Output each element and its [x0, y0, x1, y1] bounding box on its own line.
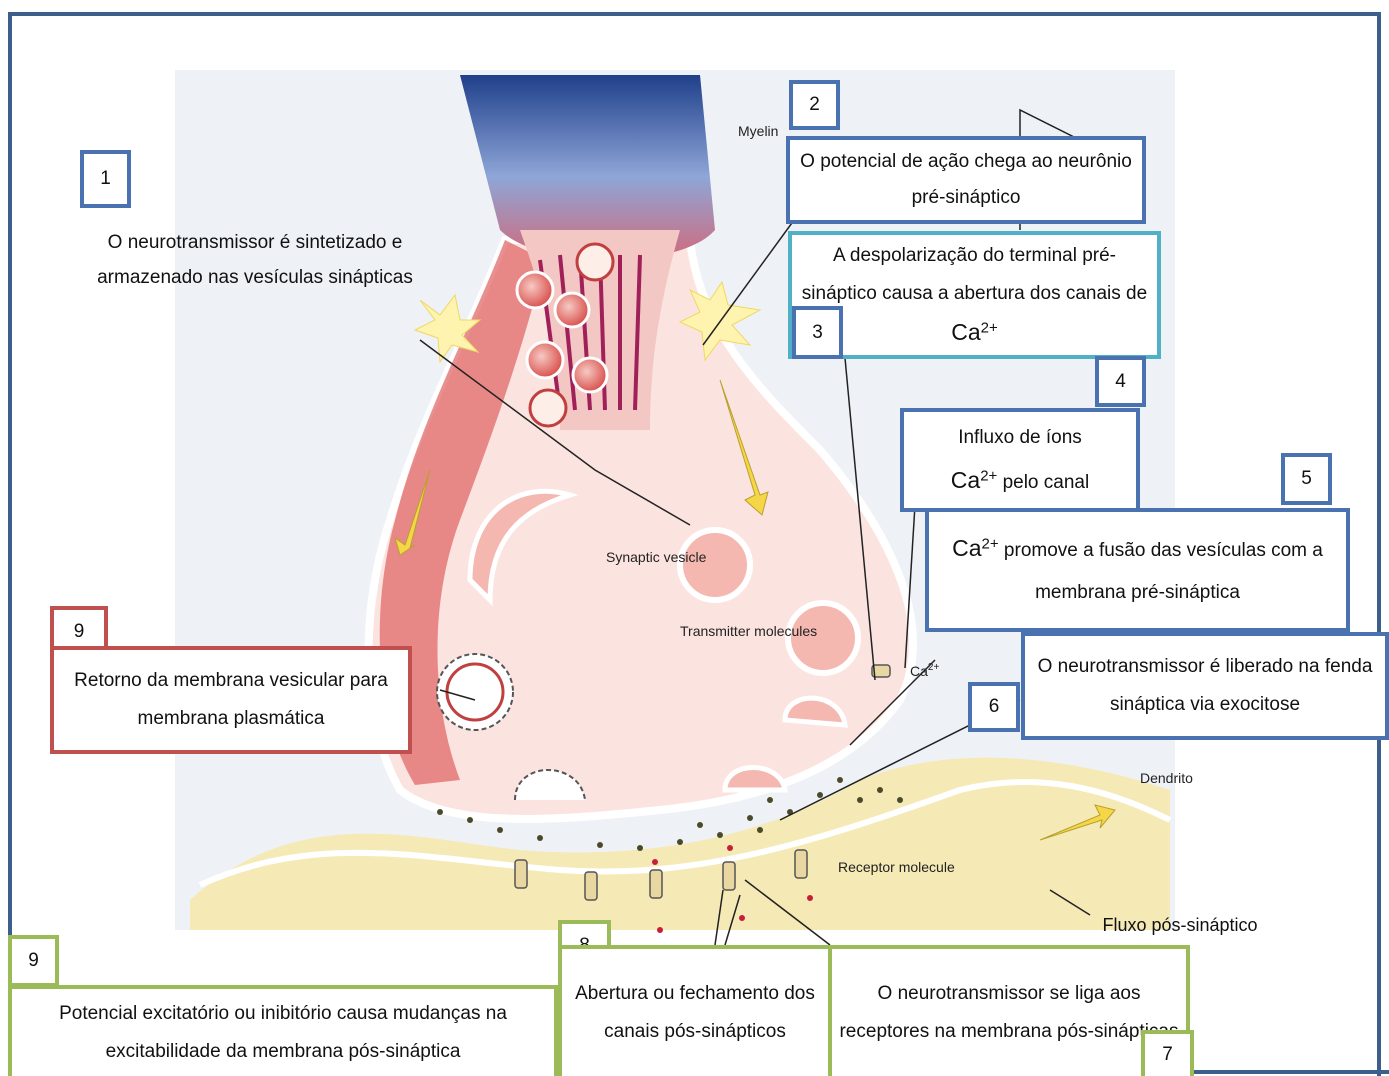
vesicle — [527, 342, 563, 378]
step-4-ca-sup: 2+ — [980, 467, 997, 484]
coated-vesicle-core — [447, 664, 503, 720]
step-3-text-a: A despolarização do terminal pré-sinápti… — [802, 245, 1147, 304]
ca-figure-label-sup: 2+ — [928, 662, 940, 673]
step-9b-text: Potencial excitatório ou inibitório caus… — [18, 995, 548, 1071]
dendrito-label: Dendrito — [1140, 770, 1193, 786]
step-9b-number-text: 9 — [28, 950, 39, 972]
synaptic-vesicle — [680, 530, 750, 600]
step-9a-text: Retorno da membrana vesicular para membr… — [60, 662, 402, 738]
step-4-number: 4 — [1095, 356, 1146, 407]
step-1-number: 1 — [80, 150, 131, 208]
step-9a-number-text: 9 — [74, 621, 85, 643]
step-5-box: Ca2+ promove a fusão das vesículas com a… — [925, 508, 1350, 632]
step-5-text: Ca2+ promove a fusão das vesículas com a… — [935, 527, 1340, 614]
step-7-box: O neurotransmissor se liga aos receptore… — [828, 945, 1190, 1076]
step-2-text: O potencial de ação chega ao neurônio pr… — [796, 144, 1136, 216]
step-3-ca-sup: 2+ — [981, 319, 998, 336]
step-4-line1: Influxo de íons — [958, 417, 1082, 459]
step-9b-number: 9 — [8, 935, 59, 987]
step-9b-box: Potencial excitatório ou inibitório caus… — [8, 985, 558, 1076]
step-6-number-text: 6 — [989, 696, 1000, 718]
step-2-number-text: 2 — [809, 94, 820, 116]
step-3-box: A despolarização do terminal pré-sinápti… — [788, 231, 1161, 359]
vesicle — [530, 390, 566, 426]
step-6-text: O neurotransmissor é liberado na fenda s… — [1031, 648, 1379, 724]
step-3-ca: Ca — [951, 319, 980, 345]
step-6-box: O neurotransmissor é liberado na fenda s… — [1021, 632, 1389, 740]
step-5-ca: Ca — [952, 535, 981, 561]
transmitter-molecules-label: Transmitter molecules — [680, 623, 817, 639]
step-8-box: Abertura ou fechamento dos canais pós-si… — [558, 945, 832, 1076]
step-6-number: 6 — [968, 682, 1020, 732]
step-3-number-text: 3 — [812, 322, 823, 344]
step-5-number-text: 5 — [1301, 468, 1312, 490]
vesicle — [517, 272, 553, 308]
vesicle — [577, 244, 613, 280]
synaptic-vesicle-label: Synaptic vesicle — [606, 549, 707, 565]
step-7-number-text: 7 — [1162, 1044, 1173, 1066]
step-4-box: Influxo de íons Ca2+ pelo canal — [900, 408, 1140, 512]
step-9a-box: Retorno da membrana vesicular para membr… — [50, 646, 412, 754]
fluxo-label: Fluxo pós-sináptico — [1080, 908, 1280, 943]
vesicle — [555, 293, 589, 327]
step-2-box: O potencial de ação chega ao neurônio pr… — [786, 136, 1146, 224]
step-5-rest: promove a fusão das vesículas com a memb… — [999, 540, 1323, 603]
step-5-number: 5 — [1281, 453, 1332, 505]
step-4-line2: Ca2+ pelo canal — [951, 459, 1089, 504]
step-3-text: A despolarização do terminal pré-sinápti… — [798, 237, 1151, 354]
vesicle — [573, 358, 607, 392]
step-8-text: Abertura ou fechamento dos canais pós-si… — [568, 975, 822, 1051]
step-3-number: 3 — [792, 306, 843, 359]
step-4-number-text: 4 — [1115, 371, 1126, 393]
step-4-rest: pelo canal — [997, 472, 1089, 493]
myelin-label: Myelin — [738, 123, 778, 139]
ca-figure-label-text: Ca — [910, 663, 928, 679]
step-1-number-text: 1 — [100, 168, 111, 190]
step-2-number: 2 — [789, 80, 840, 130]
step-5-ca-sup: 2+ — [982, 535, 999, 552]
receptor-molecule-label: Receptor molecule — [838, 859, 955, 875]
step-7-text: O neurotransmissor se liga aos receptore… — [838, 975, 1180, 1051]
step-4-ca: Ca — [951, 467, 980, 493]
step-1-text: O neurotransmissor é sintetizado e armaz… — [80, 225, 430, 295]
step-7-number: 7 — [1141, 1030, 1194, 1076]
